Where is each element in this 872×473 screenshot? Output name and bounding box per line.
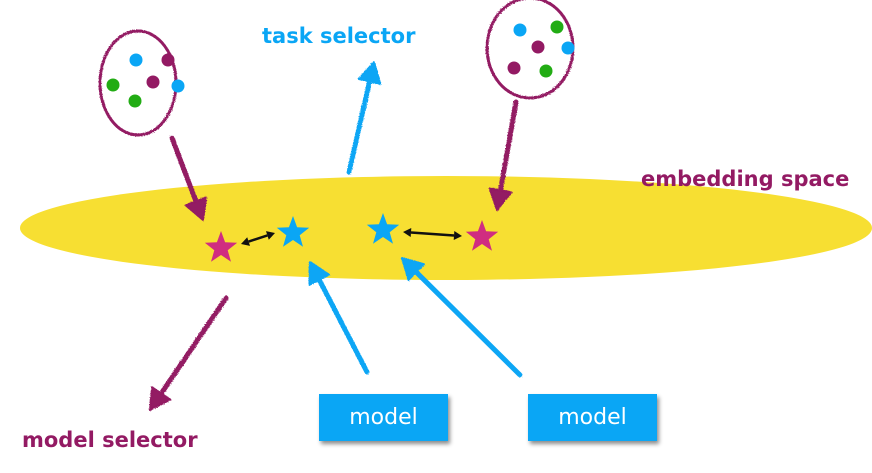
embedding-space-ellipse <box>20 176 872 280</box>
arrow-model-2-to-embedding <box>401 257 523 378</box>
embedding-space-label: embedding space <box>641 167 850 191</box>
dataset-dot-purple <box>161 53 175 67</box>
arrowhead-icon <box>401 257 425 281</box>
dataset-dot-green <box>128 94 142 108</box>
arrowhead-icon <box>357 61 382 85</box>
model-embedding-right-star-icon <box>366 213 400 244</box>
dataset-dot-purple <box>507 61 521 75</box>
arrowhead-icon <box>308 261 330 286</box>
model-box: model <box>528 394 657 441</box>
link-model-embedding-right-task-embedding-right <box>403 228 462 240</box>
dataset-dot-blue <box>513 23 527 37</box>
arrow-model-1-to-embedding <box>308 261 370 375</box>
dataset-dot-blue <box>171 79 185 93</box>
arrowhead-icon <box>184 196 208 221</box>
embedding-stars <box>204 213 499 262</box>
link-task-embedding-left-model-embedding-left <box>241 231 275 246</box>
model-box: model <box>319 394 448 441</box>
model-embedding-left-star-icon <box>276 216 310 247</box>
embedding-links <box>241 228 462 246</box>
dataset-dot-green <box>106 78 120 92</box>
dataset-dot-purple <box>531 40 545 54</box>
arrowhead-icon <box>149 386 172 411</box>
dataset-dot-blue <box>129 53 143 67</box>
task-embedding-right-star-icon <box>465 220 499 251</box>
dataset-right-dots <box>507 20 575 78</box>
dataset-left-dots <box>106 53 185 108</box>
dataset-right-outline <box>485 0 575 100</box>
arrowhead-icon <box>488 187 513 211</box>
model-selector-label: model selector <box>22 428 198 452</box>
dataset-dot-blue <box>561 41 575 55</box>
dataset-dot-green <box>539 64 553 78</box>
dataset-dot-purple <box>146 75 160 89</box>
arrows <box>149 61 523 411</box>
task-selector-label: task selector <box>262 24 416 48</box>
task-embedding-left-star-icon <box>204 231 238 262</box>
arrow-embedding-to-task-selector <box>346 61 382 175</box>
arrow-dataset-left-to-embedding <box>169 135 208 221</box>
arrow-dataset-right-to-embedding <box>488 99 519 211</box>
arrow-embedding-to-model-selector <box>149 295 229 411</box>
dataset-dot-green <box>550 20 564 34</box>
